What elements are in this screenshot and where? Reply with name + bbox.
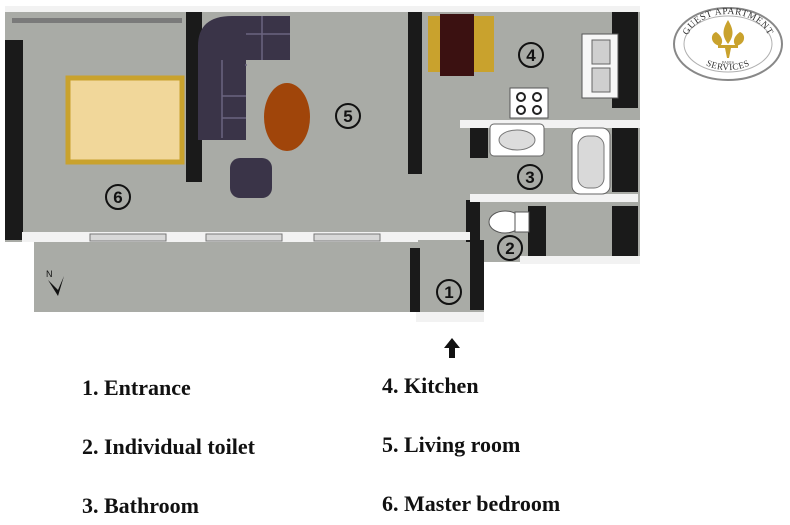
room-marker-individual-toilet: 2: [497, 235, 523, 261]
wardrobe-rail: [12, 18, 182, 23]
burner: [516, 92, 526, 102]
bed: [65, 75, 185, 165]
window: [89, 233, 167, 242]
room-marker-number: 6: [113, 188, 122, 207]
window: [313, 233, 381, 242]
room-marker-number: 2: [505, 239, 514, 258]
wall-living-right: [408, 8, 422, 174]
wall-entrance-left: [410, 248, 420, 312]
washbasin-bowl: [498, 129, 536, 151]
wall-bath-right: [612, 128, 638, 192]
room-marker-number: 3: [525, 168, 534, 187]
wall-top-entrance: [416, 312, 484, 322]
legend-individual-toilet: 2. Individual toilet: [82, 434, 255, 459]
legend-master-bedroom: 6. Master bedroom: [382, 491, 561, 516]
room-marker-number: 5: [343, 107, 352, 126]
rug: [264, 83, 310, 151]
wall-top-corridor: [418, 232, 470, 240]
legend-bathroom: 3. Bathroom: [82, 493, 199, 518]
wall-top-kitchen-south: [460, 120, 640, 128]
wall-toilet-right: [612, 206, 638, 258]
stove: [509, 87, 549, 119]
room-marker-kitchen: 4: [518, 42, 544, 68]
fleur-de-lis-icon: [711, 20, 745, 58]
room-marker-entrance: 1: [436, 279, 462, 305]
burner: [516, 105, 526, 115]
kitchen-sink-basin: [591, 39, 611, 65]
wall-top-bath-south: [470, 194, 638, 202]
legend-kitchen: 4. Kitchen: [382, 373, 479, 398]
logo-bottom-text: SERVICES: [705, 58, 751, 72]
compass: N: [46, 269, 64, 296]
room-marker-number: 4: [526, 46, 536, 65]
burner: [532, 92, 542, 102]
wall-entrance-right: [470, 240, 484, 310]
burner: [532, 105, 542, 115]
logo: GUEST APARTMENT SERVICES PARIS: [673, 7, 783, 81]
toilet-tank: [514, 211, 530, 233]
kitchen-sink-basin: [591, 67, 611, 93]
wall-hall: [466, 200, 480, 242]
room-marker-number: 1: [444, 283, 453, 302]
wall-top-toilet-south: [520, 256, 640, 264]
kitchen-table: [440, 14, 474, 76]
room-marker-master-bedroom: 6: [105, 184, 131, 210]
compass-label: N: [46, 269, 53, 279]
floor-plan: N 1 2 3 4 5 6: [5, 6, 640, 358]
legend-entrance: 1. Entrance: [82, 375, 191, 400]
sofa: [198, 16, 290, 140]
svg-text:SERVICES: SERVICES: [705, 58, 751, 72]
legend-living-room: 5. Living room: [382, 432, 521, 457]
logo-city: PARIS: [722, 60, 735, 65]
room-marker-bathroom: 3: [517, 164, 543, 190]
bathtub-basin: [577, 135, 605, 189]
window: [205, 233, 283, 242]
wall-top-north: [5, 6, 640, 12]
wall-left: [5, 40, 23, 240]
sofa-cushion-lines: [221, 16, 290, 138]
room-marker-living-room: 5: [335, 103, 361, 129]
wall-toilet-left: [528, 206, 546, 258]
armchair: [230, 158, 272, 198]
wall-bath-div: [470, 128, 488, 158]
compass-arrow-icon: [48, 276, 64, 296]
entrance-arrow-icon: [444, 338, 460, 358]
